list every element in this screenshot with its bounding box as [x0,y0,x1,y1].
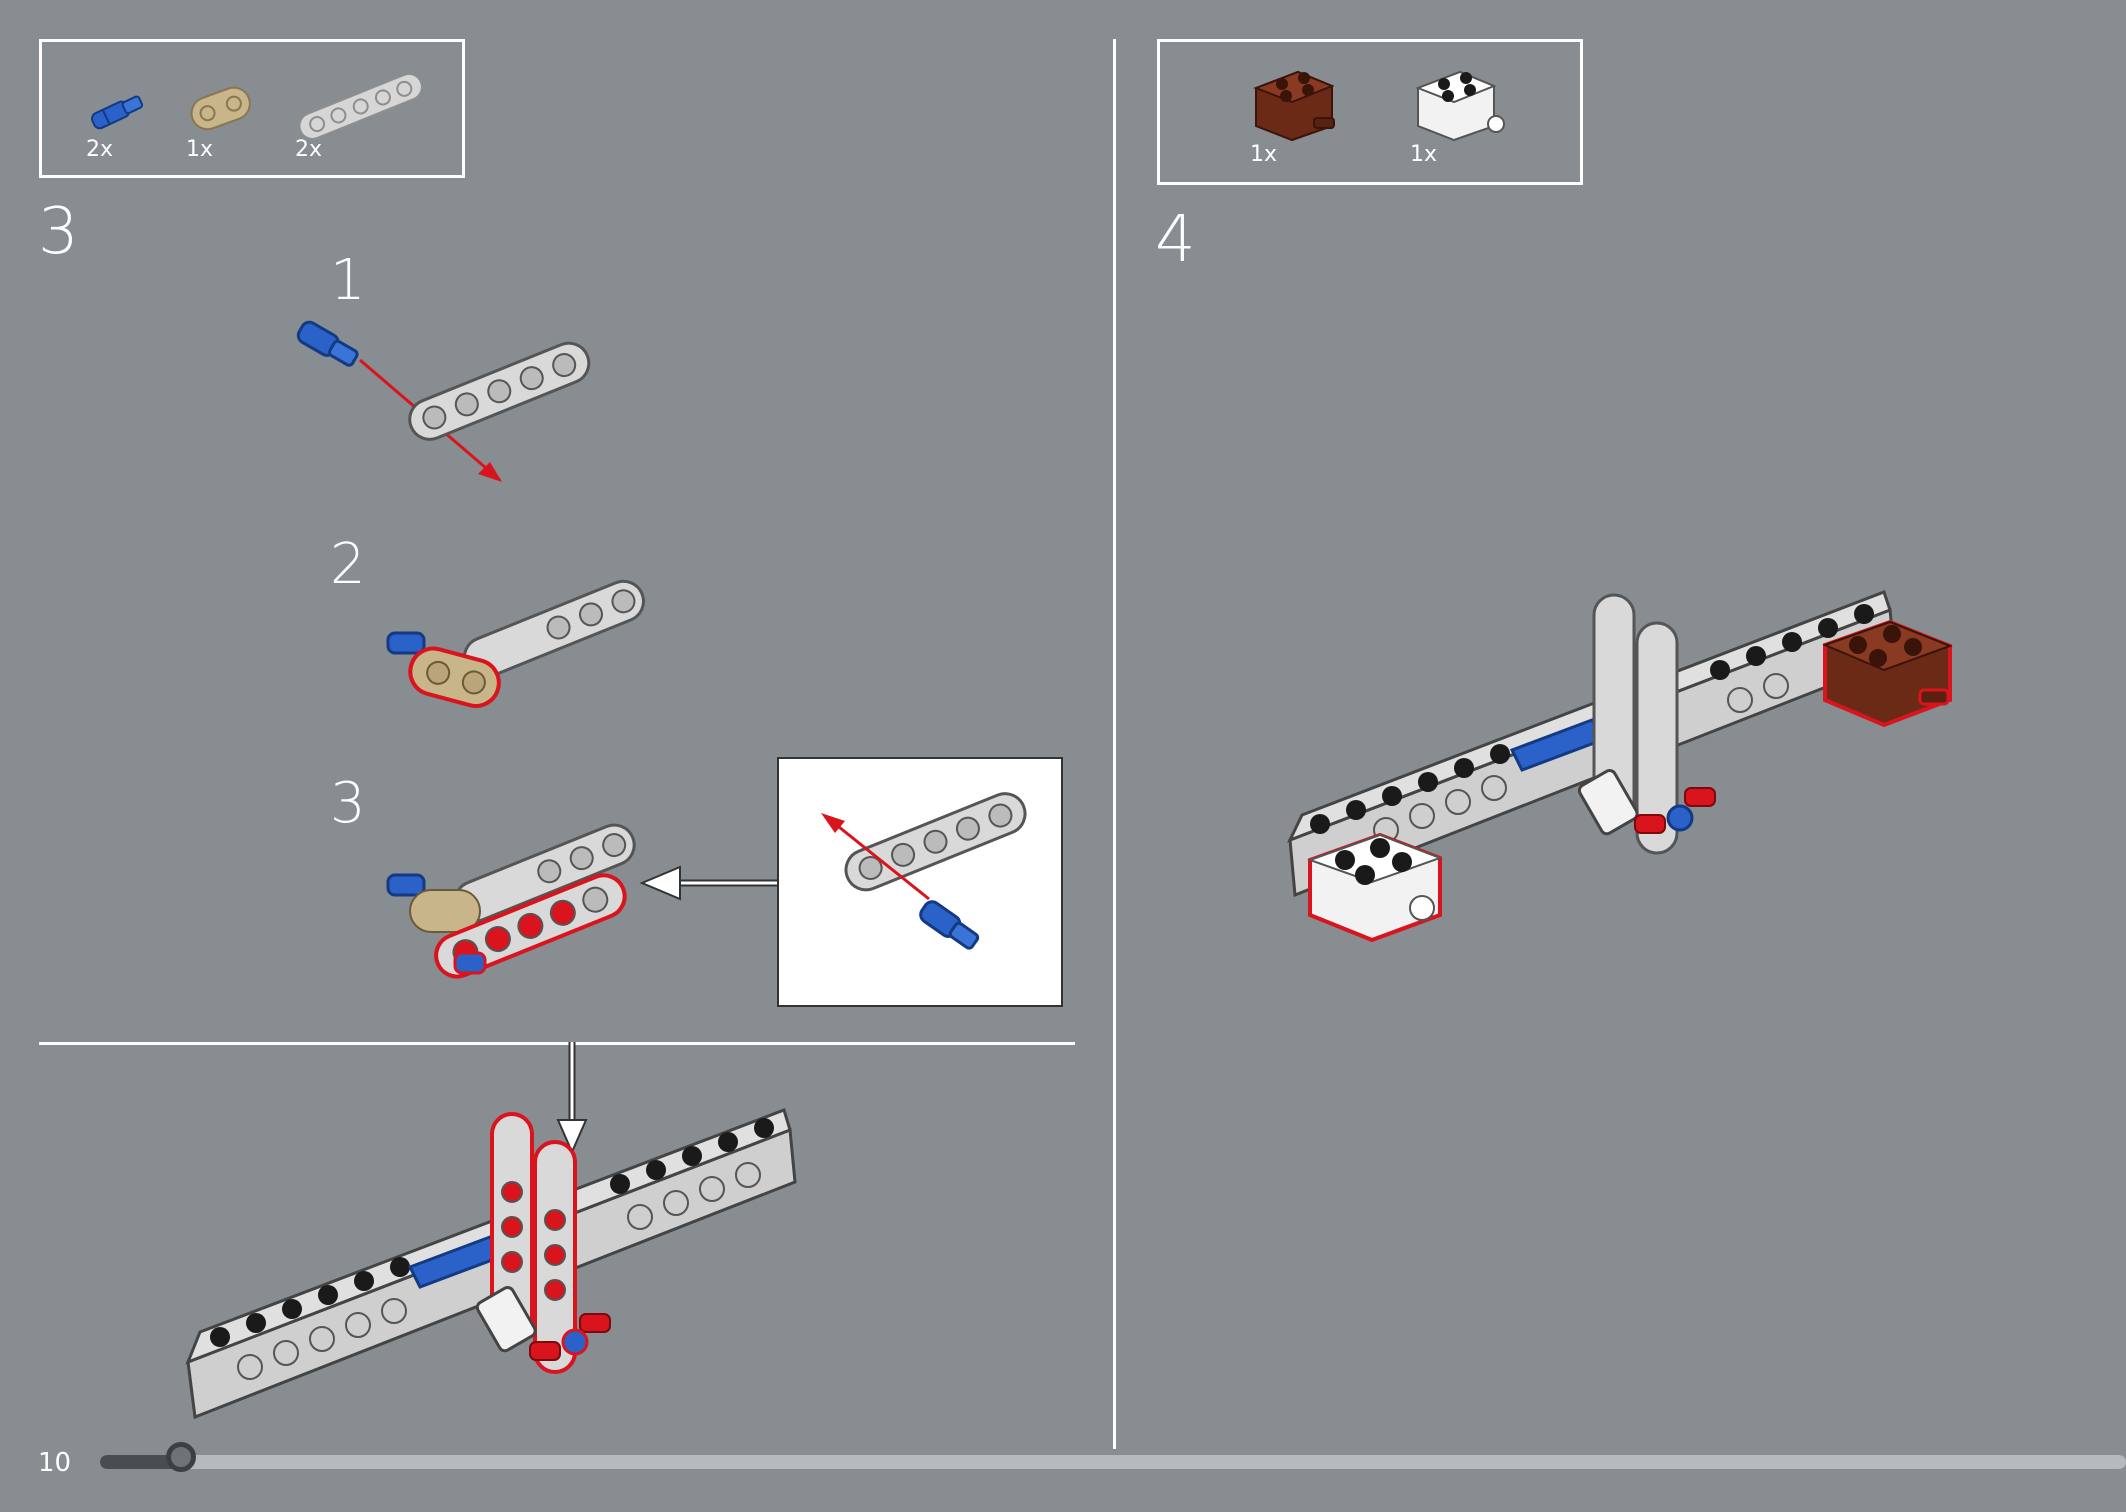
step4-assembly-illustration [1287,590,1953,943]
step3-assembly-illustration [185,1042,797,1420]
substep-number: 1 [330,248,366,313]
part-qty: 1x [1250,142,1278,167]
white-brick-2x2-axle-icon [1415,70,1505,142]
gray-beam-5-icon [298,72,423,140]
part-qty: 2x [295,137,323,162]
substep-number: 2 [330,532,366,597]
part-qty: 1x [1410,142,1438,167]
step4-parts-box: 1x 1x [1157,39,1583,185]
step3-parts-box: 2x 1x 2x [39,39,465,178]
step-number: 4 [1155,203,1196,277]
step-number: 3 [38,195,79,269]
section-divider [39,1042,1075,1045]
part-qty: 1x [186,137,214,162]
substep2-illustration [386,579,645,708]
progress-fill [100,1455,181,1469]
blue-axle-pin-icon [91,95,144,130]
substep3-illustration [386,823,778,979]
part-qty: 2x [86,137,114,162]
page-number: 10 [38,1448,72,1478]
page-column-divider [1113,39,1116,1449]
progress-track [100,1455,2126,1469]
callout-box [777,757,1063,1007]
progress-handle[interactable] [166,1442,196,1472]
callout-illustration [821,792,1027,950]
substep-number: 3 [330,771,366,836]
brown-brick-2x2-axle-icon [1253,70,1335,142]
tan-beam-2-icon [190,86,251,131]
substep1-illustration [296,320,591,482]
